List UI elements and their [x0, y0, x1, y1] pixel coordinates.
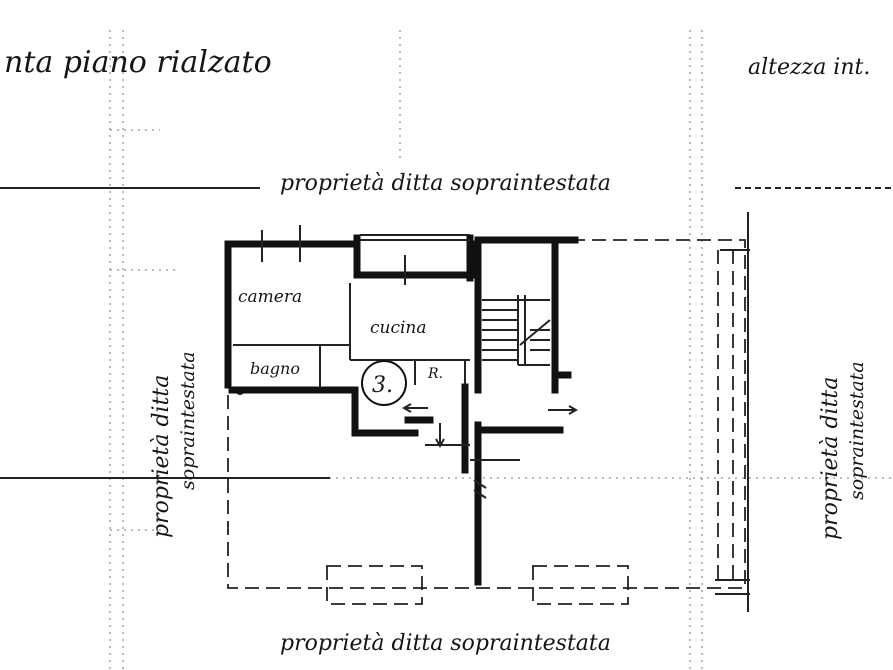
right-boundary-label: proprietà ditta sopraintestata: [818, 361, 868, 540]
construction-lines: [0, 30, 893, 670]
stair-marks: [425, 444, 520, 499]
partitions: [233, 225, 470, 388]
svg-text:proprietà ditta: proprietà ditta: [818, 377, 843, 540]
room-label-cucina: cucina: [370, 318, 427, 338]
left-boundary-label: proprietà ditta sopraintestata: [149, 351, 199, 538]
walls: [224, 234, 579, 586]
arrow-icon: [401, 403, 579, 449]
room-label-ripostiglio: R.: [427, 366, 443, 382]
bottom-boundary-label: proprietà ditta sopraintestata: [280, 631, 611, 656]
svg-text:proprietà ditta: proprietà ditta: [149, 375, 174, 538]
room-label-bagno: bagno: [250, 359, 300, 378]
column-dot: [236, 387, 244, 395]
room-label-camera: camera: [238, 287, 302, 307]
page-title: nta piano rialzato: [4, 45, 272, 80]
svg-text:sopraintestata: sopraintestata: [846, 361, 868, 500]
unit-number: 3.: [372, 373, 393, 398]
height-note: altezza int.: [748, 55, 870, 80]
svg-text:sopraintestata: sopraintestata: [177, 351, 199, 490]
stair: [482, 295, 551, 366]
top-boundary-label: proprietà ditta sopraintestata: [280, 171, 611, 196]
exterior-dashed-outline: [227, 212, 750, 612]
unit-number-circle: [361, 360, 407, 406]
